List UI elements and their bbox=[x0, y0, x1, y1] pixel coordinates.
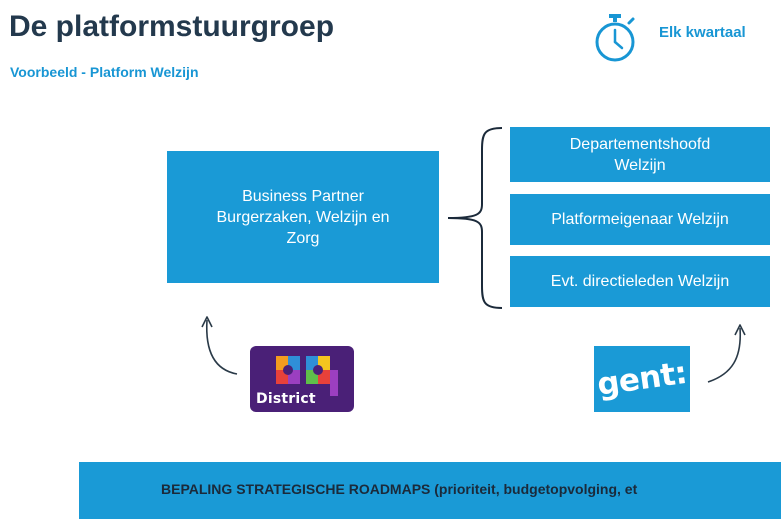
district09-logo: District bbox=[250, 346, 354, 412]
gent-logo-text: gent: bbox=[594, 354, 690, 404]
member-directieleden-label: Evt. directieleden Welzijn bbox=[550, 273, 730, 290]
roadmap-banner: BEPALING STRATEGISCHE ROADMAPS (priorite… bbox=[79, 462, 781, 519]
business-partner-line2: Burgerzaken, Welzijn en bbox=[216, 208, 390, 226]
curved-arrow-up-icon bbox=[707, 324, 746, 383]
member-departementshoofd-line1: Departementshoofd bbox=[569, 135, 711, 153]
member-box-departementshoofd: Departementshoofd Welzijn bbox=[510, 127, 770, 182]
curved-arrow-up-icon bbox=[201, 316, 238, 375]
member-platformeigenaar-label: Platformeigenaar Welzijn bbox=[551, 211, 729, 228]
business-partner-box: Business Partner Burgerzaken, Welzijn en… bbox=[167, 151, 439, 283]
frequency-label: Elk kwartaal bbox=[659, 24, 746, 41]
stopwatch-icon bbox=[595, 14, 635, 62]
roadmap-banner-text: BEPALING STRATEGISCHE ROADMAPS (priorite… bbox=[161, 481, 638, 497]
page-subtitle: Voorbeeld - Platform Welzijn bbox=[10, 64, 199, 80]
page-title: De platformstuurgroep bbox=[9, 10, 335, 43]
curly-brace bbox=[447, 127, 503, 309]
member-box-directieleden: Evt. directieleden Welzijn bbox=[510, 256, 770, 307]
business-partner-line1: Business Partner bbox=[242, 187, 364, 205]
business-partner-line3: Zorg bbox=[286, 229, 320, 247]
gent-logo: gent: bbox=[594, 346, 690, 412]
member-box-platformeigenaar: Platformeigenaar Welzijn bbox=[510, 194, 770, 245]
member-departementshoofd-line2: Welzijn bbox=[614, 156, 666, 174]
district-logo-text: District bbox=[256, 391, 316, 407]
